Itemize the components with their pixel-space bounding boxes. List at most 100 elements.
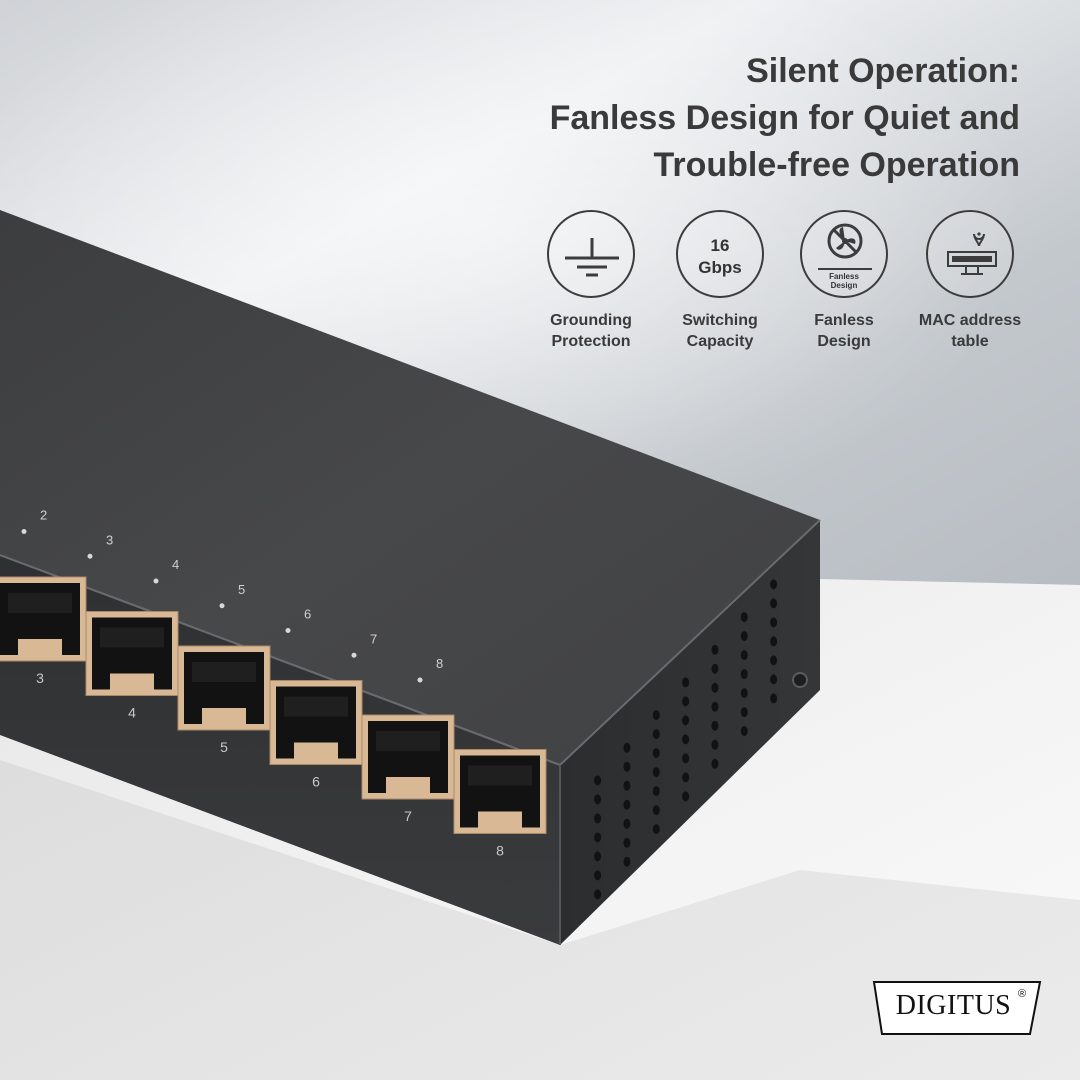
- headline: Silent Operation: Fanless Design for Qui…: [550, 48, 1020, 189]
- led-indicator: [219, 603, 225, 609]
- vent-hole: [740, 612, 748, 623]
- feature-grounding: Grounding Protection: [521, 210, 661, 352]
- vent-hole: [770, 636, 778, 647]
- rj45-port: [177, 645, 271, 731]
- rj45-port: [85, 611, 179, 696]
- vent-hole: [623, 856, 631, 867]
- speed-value: 16: [710, 236, 730, 255]
- vent-hole: [594, 870, 602, 881]
- vent-hole: [623, 837, 631, 848]
- led-label: 3: [106, 532, 113, 547]
- led-indicator: [21, 529, 27, 534]
- ground-screw: [792, 672, 808, 688]
- vent-hole: [594, 794, 602, 805]
- vent-holes: [594, 579, 778, 900]
- led-label: 5: [238, 582, 245, 597]
- vent-hole: [682, 772, 690, 783]
- vent-hole: [770, 693, 778, 704]
- vent-hole: [652, 710, 660, 721]
- vent-hole: [594, 813, 602, 824]
- vent-hole: [682, 734, 690, 745]
- vent-hole: [770, 579, 778, 590]
- vent-hole: [711, 758, 719, 769]
- vent-hole: [652, 786, 660, 797]
- led-indicator: [351, 652, 357, 658]
- speed-icon: 16 Gbps: [676, 210, 764, 298]
- vent-hole: [740, 726, 748, 737]
- registered-mark: ®: [1018, 988, 1027, 1000]
- led-indicator: [285, 628, 291, 633]
- speed-unit: Gbps: [698, 258, 742, 277]
- vent-hole: [740, 707, 748, 718]
- headline-line-3: Trouble-free Operation: [653, 146, 1021, 184]
- headline-line-2: Fanless Design for Quiet and: [549, 99, 1020, 137]
- led-label: 4: [172, 557, 179, 572]
- port-number: 5: [220, 739, 228, 755]
- vent-hole: [682, 677, 690, 688]
- vent-hole: [740, 631, 748, 642]
- vent-hole: [623, 761, 631, 772]
- vent-hole: [770, 598, 778, 609]
- feature-mac-table: MAC address table: [900, 210, 1040, 352]
- port-number: 6: [312, 774, 320, 790]
- vent-hole: [682, 696, 690, 707]
- headline-line-1: Silent Operation:: [746, 52, 1020, 90]
- vent-hole: [711, 720, 719, 731]
- vent-hole: [682, 715, 690, 726]
- led-label: 2: [40, 508, 47, 523]
- vent-hole: [594, 775, 602, 786]
- led-label: 6: [304, 607, 311, 622]
- vent-hole: [623, 742, 631, 753]
- port-number: 3: [36, 670, 44, 686]
- rj45-ports: 3 4 5 6 7 8: [0, 576, 547, 859]
- vent-hole: [652, 767, 660, 778]
- digitus-logo: DIGITUS ®: [872, 978, 1042, 1038]
- led-label: 7: [370, 631, 377, 646]
- status-leds: 2 3 4 5 6 7 8: [21, 508, 443, 683]
- led-label: 8: [436, 656, 443, 671]
- feature-fanless: Fanless Design Fanless Design: [774, 210, 914, 352]
- feature-switching-label: Switching Capacity: [682, 312, 758, 350]
- feature-fanless-label: Fanless Design: [814, 312, 874, 350]
- vent-hole: [623, 818, 631, 829]
- no-fan-icon: Fanless Design: [800, 210, 888, 298]
- vent-hole: [652, 824, 660, 835]
- vent-hole: [740, 650, 748, 661]
- led-indicator: [87, 553, 93, 559]
- feature-grounding-label: Grounding Protection: [550, 312, 632, 350]
- vent-hole: [594, 889, 602, 900]
- vent-hole: [711, 644, 719, 655]
- vent-hole: [623, 780, 631, 791]
- vent-hole: [594, 832, 602, 843]
- port-number: 4: [128, 705, 136, 721]
- vent-hole: [711, 663, 719, 674]
- vent-hole: [682, 791, 690, 802]
- rj45-port: [361, 714, 455, 800]
- fanless-icon-text-2: Design: [830, 281, 858, 290]
- vent-hole: [652, 805, 660, 816]
- vent-hole: [740, 688, 748, 699]
- feature-mac-label: MAC address table: [918, 312, 1022, 350]
- vent-hole: [682, 753, 690, 764]
- logo-text: DIGITUS: [895, 990, 1012, 1021]
- vent-hole: [770, 674, 778, 685]
- vent-hole: [770, 617, 778, 628]
- rj45-port: [453, 749, 547, 834]
- rj45-port: [269, 680, 363, 765]
- vent-hole: [594, 851, 602, 862]
- vent-hole: [652, 729, 660, 740]
- grounding-icon: [547, 210, 635, 298]
- vent-hole: [711, 682, 719, 693]
- vent-hole: [770, 655, 778, 666]
- led-indicator: [153, 578, 159, 584]
- led-indicator: [417, 677, 423, 683]
- feature-switching-capacity: 16 Gbps Switching Capacity: [650, 210, 790, 352]
- port-number: 8: [496, 843, 504, 859]
- vent-hole: [711, 739, 719, 750]
- vent-hole: [711, 701, 719, 712]
- vent-hole: [623, 799, 631, 810]
- vent-hole: [652, 748, 660, 759]
- port-number: 7: [404, 808, 412, 824]
